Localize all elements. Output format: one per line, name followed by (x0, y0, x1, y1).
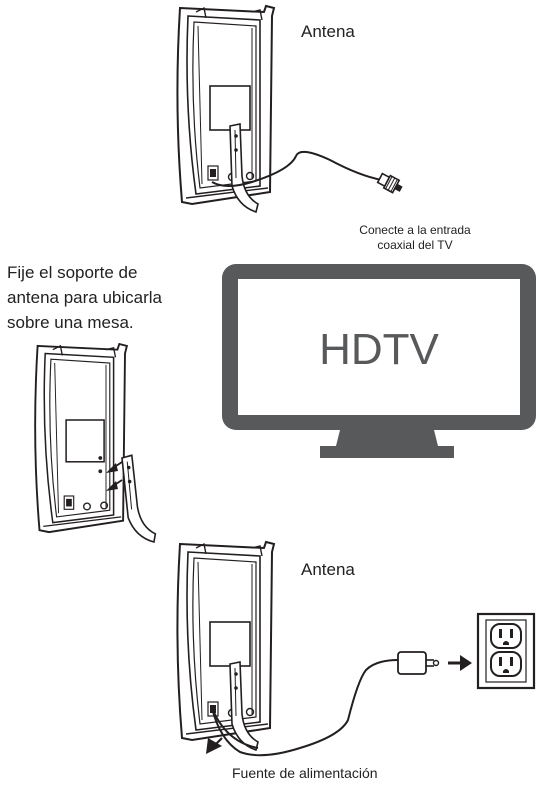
attach-arrow-icon (106, 461, 123, 491)
power-cable (211, 659, 399, 757)
stand-instruction-line3: sobre una mesa. (7, 313, 134, 332)
wall-outlet-icon (476, 612, 536, 690)
antenna-middle-illustration (34, 343, 128, 534)
power-adapter-icon (397, 651, 440, 675)
coax-instruction-line2: coaxial del TV (377, 238, 453, 252)
coax-connector-icon (376, 172, 403, 194)
power-jack-arrow-icon (206, 737, 223, 754)
coax-instruction-line1: Conecte a la entrada (359, 223, 471, 237)
detached-stand-illustration (121, 453, 157, 545)
antenna-label-top: Antena (301, 22, 355, 41)
hdtv-illustration: HDTV (222, 264, 536, 458)
hdtv-screen-text: HDTV (319, 325, 439, 374)
antenna-bottom-illustration (176, 541, 275, 751)
antenna-label-bottom: Antena (301, 560, 355, 579)
antenna-top-illustration (176, 5, 275, 213)
stand-instruction-line1: Fije el soporte de (7, 263, 138, 282)
plug-in-arrow-icon (448, 655, 472, 671)
power-supply-label: Fuente de alimentación (232, 765, 378, 781)
coax-cable (211, 150, 383, 187)
stand-instruction-line2: antena para ubicarla (7, 288, 163, 307)
